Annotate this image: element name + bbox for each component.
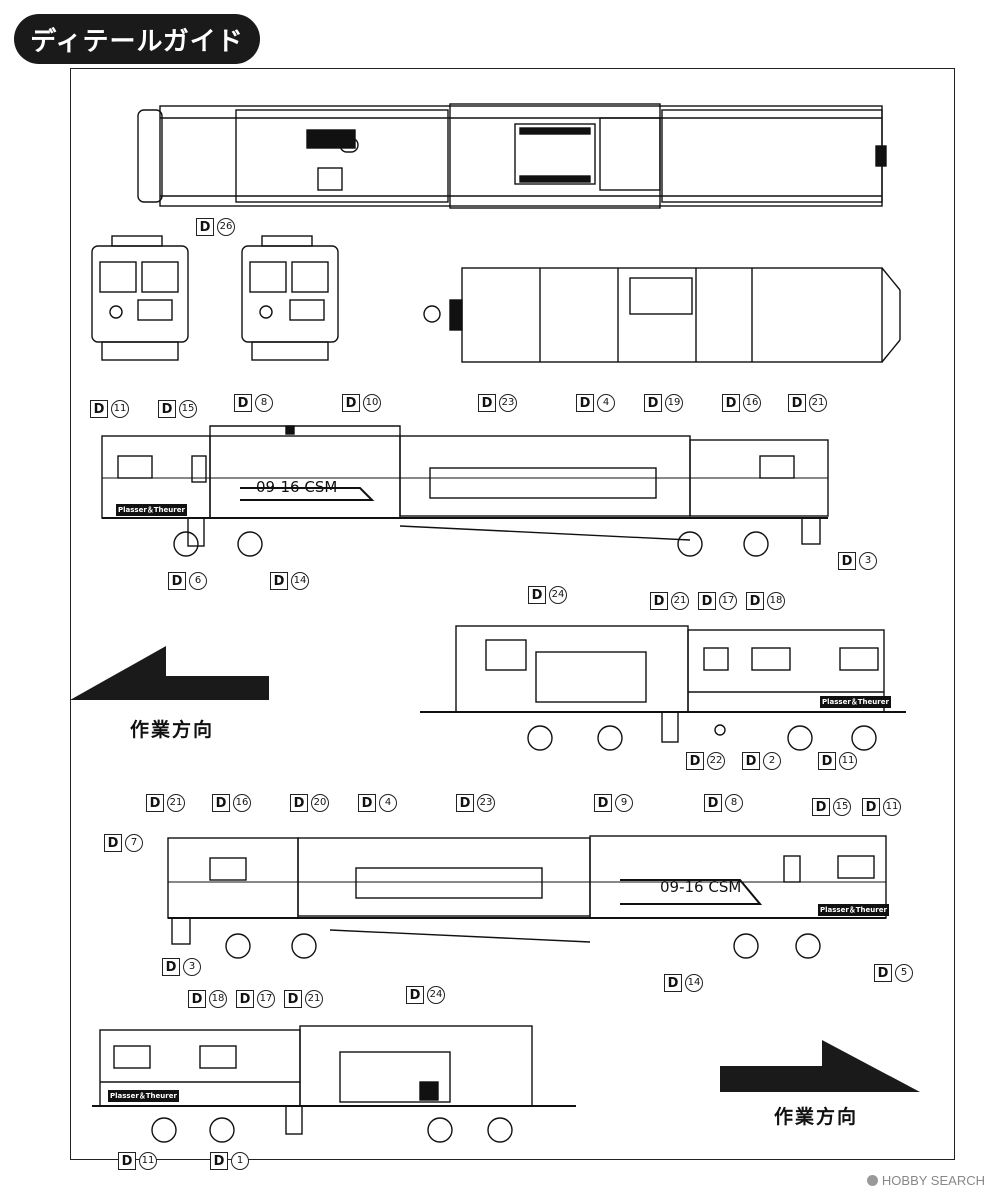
maker-plate-3: Plasser＆Theurer [818,904,889,916]
side-view-3 [167,835,887,959]
roof-plan-view [423,267,901,363]
end-view-front [91,235,189,361]
car-number-1: 09-16 CSM [256,478,338,496]
page-frame [70,68,955,1160]
side-view-2 [420,625,906,751]
end-view-rear [241,235,339,361]
work-direction-label-1: 作業方向 [130,719,215,741]
maker-plate-1: Plasser＆Theurer [116,504,187,516]
maker-plate-4: Plasser＆Theurer [108,1090,179,1102]
side-view-1 [101,425,829,557]
side-view-4 [92,1025,576,1143]
watermark-logo-icon [866,1175,878,1186]
direction-arrow-right [720,1040,920,1092]
car-number-2: 09-16 CSM [660,878,742,896]
direction-arrow-left [70,646,269,700]
top-plan-view [137,103,887,209]
page-title: ディテールガイド [14,14,260,64]
watermark: HOBBY SEARCH [866,1173,985,1188]
maker-plate-2: Plasser＆Theurer [820,696,891,708]
work-direction-label-2: 作業方向 [774,1106,859,1128]
